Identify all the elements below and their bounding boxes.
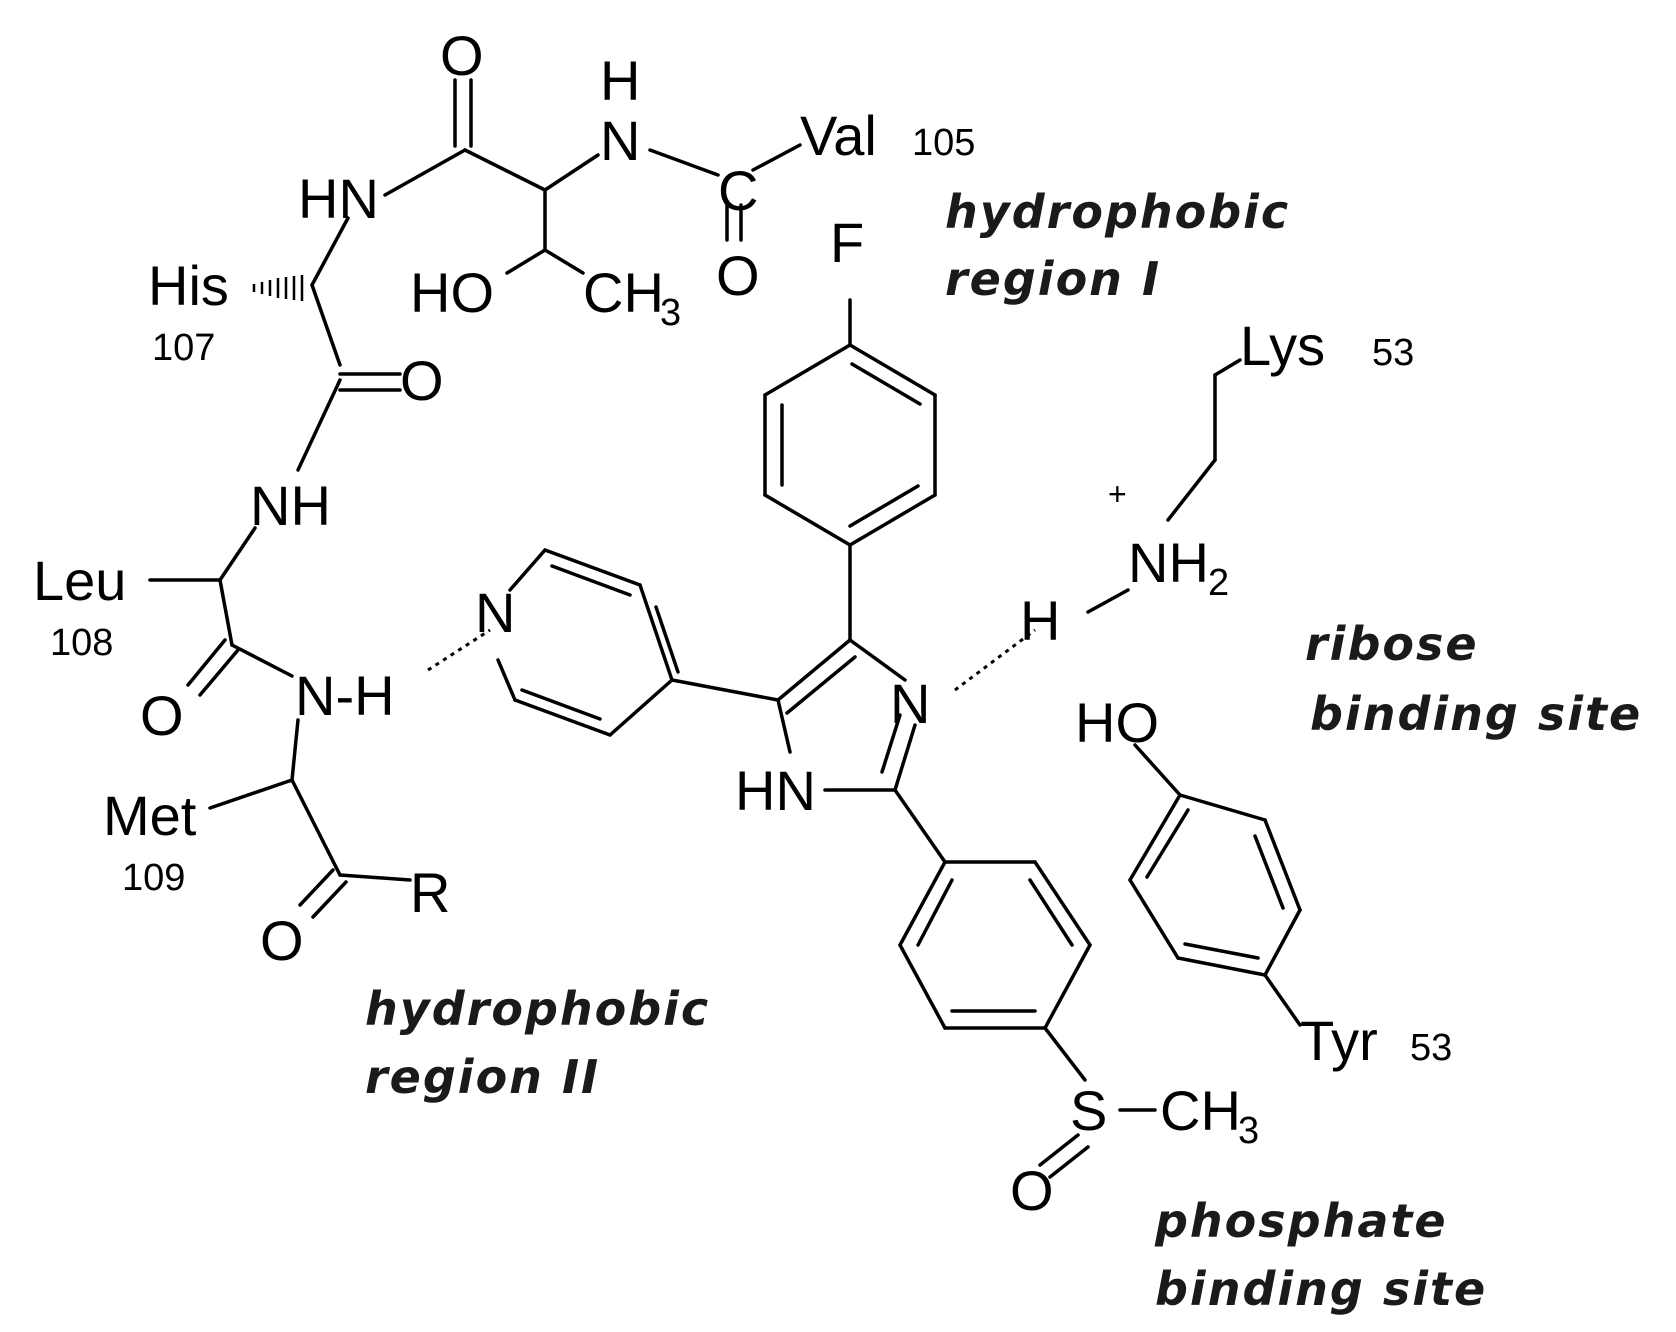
residue-val: Val — [800, 104, 877, 167]
region-phosphate-line1: phosphate — [1154, 1194, 1448, 1248]
residue-tyr-number: 53 — [1410, 1027, 1452, 1069]
residue-labels: Val 105 His 107 Leu 108 Met 109 Lys 53 T… — [33, 104, 1452, 1072]
region-ribose-line2: binding site — [1310, 687, 1642, 741]
atom-hn-his: HN — [298, 167, 379, 230]
atom-ho-tyr: HO — [1075, 691, 1159, 754]
residue-val-number: 105 — [912, 122, 975, 164]
residue-met-number: 109 — [122, 857, 185, 899]
residue-lys-number: 53 — [1372, 332, 1414, 374]
region-hydrophobic-1-line2: region I — [945, 252, 1161, 306]
atom-o-val: O — [716, 244, 760, 307]
residue-leu: Leu — [33, 549, 126, 612]
atom-o-met: O — [260, 909, 304, 972]
his-hashed-wedge — [252, 275, 304, 301]
atom-o-sulfoxide: O — [1010, 1159, 1054, 1222]
hbond-imidazole-lys — [954, 628, 1036, 692]
atom-n-top: N — [600, 109, 640, 172]
atom-n-pyridine: N — [475, 581, 515, 644]
atom-s: S — [1070, 1079, 1107, 1142]
residue-lys: Lys — [1240, 314, 1325, 377]
svg-text:3: 3 — [660, 292, 681, 334]
region-hydrophobic-2-line2: region II — [365, 1050, 600, 1104]
atom-n-imidazole: N — [890, 672, 930, 735]
atom-ho-thr: HO — [410, 261, 494, 324]
atom-nh2-lys: NH 2 — [1128, 531, 1229, 604]
bond-lines — [148, 78, 1302, 1179]
atom-r: R — [410, 861, 450, 924]
region-ribose-line1: ribose — [1305, 617, 1479, 671]
atom-c-val: C — [718, 159, 758, 222]
region-hydrophobic-1-line1: hydrophobic — [945, 185, 1290, 239]
residue-leu-number: 108 — [50, 622, 113, 664]
charge-plus: + — [1108, 476, 1127, 512]
atom-ch3-thr: CH 3 — [583, 261, 681, 334]
atom-hn-imidazole: HN — [735, 759, 816, 822]
residue-tyr: Tyr — [1300, 1009, 1378, 1072]
svg-text:CH: CH — [583, 261, 664, 324]
atom-labels: O H N C O HN HO CH 3 O NH O N-H O R N N … — [140, 24, 1259, 1222]
atom-o-top: O — [440, 24, 484, 87]
svg-text:3: 3 — [1238, 1110, 1259, 1152]
region-phosphate-line2: binding site — [1155, 1262, 1487, 1316]
region-labels: hydrophobic region I ribose binding site… — [365, 185, 1642, 1316]
atom-nh-met: N-H — [295, 664, 395, 727]
residue-met: Met — [103, 784, 197, 847]
atom-h-lys: H — [1020, 589, 1060, 652]
residue-his-number: 107 — [152, 327, 215, 369]
atom-o-leu: O — [140, 684, 184, 747]
svg-text:NH: NH — [1128, 531, 1209, 594]
atom-o-his: O — [400, 349, 444, 412]
atom-f: F — [830, 211, 864, 274]
residue-his: His — [148, 254, 229, 317]
hbond-leu-pyridine — [427, 628, 491, 672]
svg-text:CH: CH — [1160, 1079, 1241, 1142]
atom-ch3-sulfoxide: CH 3 — [1160, 1079, 1259, 1152]
svg-text:2: 2 — [1208, 562, 1229, 604]
region-hydrophobic-2-line1: hydrophobic — [365, 982, 710, 1036]
atom-h-top: H — [600, 49, 640, 112]
atom-nh-leu: NH — [250, 474, 331, 537]
